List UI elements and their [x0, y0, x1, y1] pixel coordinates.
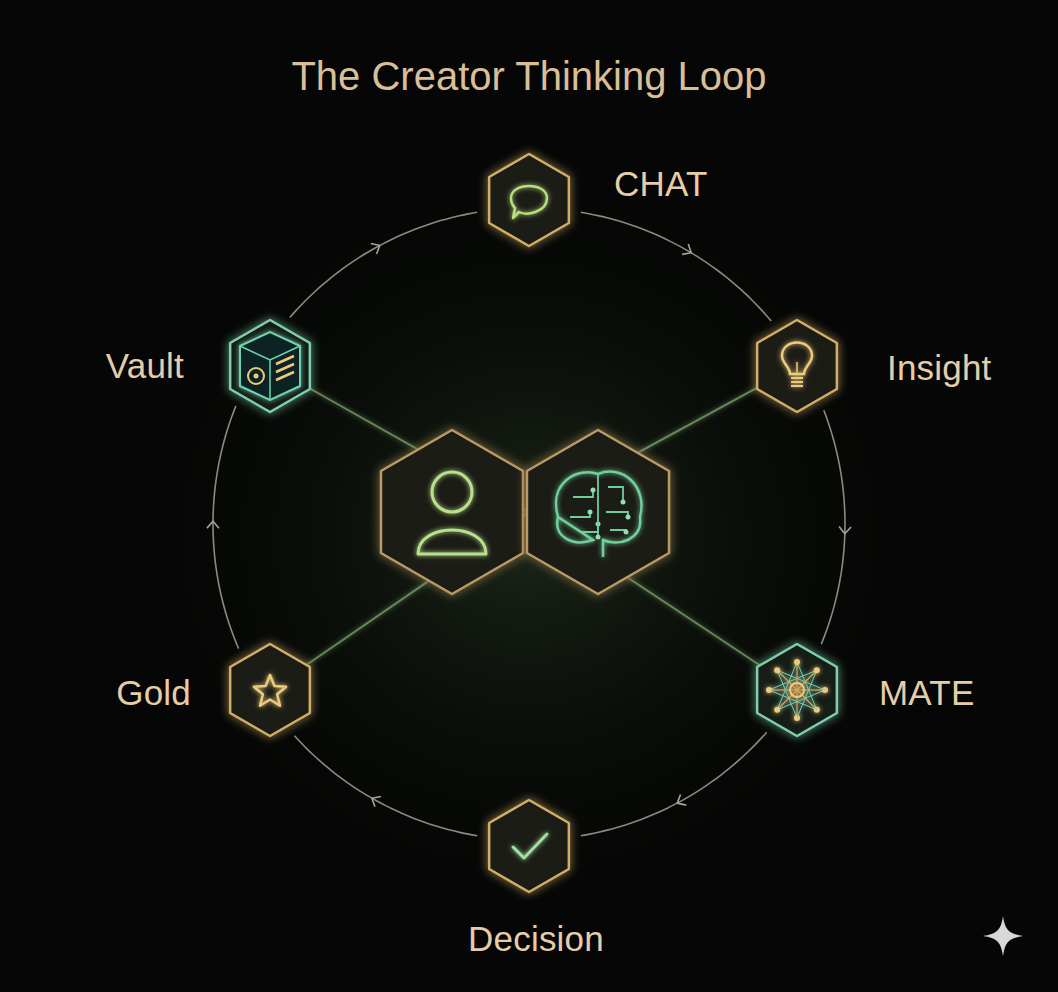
step-label: Vault	[106, 348, 184, 383]
step-label: Gold	[116, 675, 191, 710]
loop-step-node: Insight	[751, 320, 843, 412]
bulb-icon	[782, 343, 812, 387]
loop-arrow	[294, 736, 477, 836]
loop-arc	[821, 410, 845, 644]
arrow-head	[839, 527, 851, 534]
step-label: MATE	[879, 675, 974, 710]
loop-arrow	[207, 406, 239, 649]
loop-arc	[294, 736, 477, 836]
person-body	[418, 530, 486, 554]
circuit-dot	[626, 515, 631, 520]
loop-step-node: Decision	[483, 800, 575, 892]
circuit-trace	[573, 490, 593, 497]
arrow-head	[677, 795, 686, 806]
circuit-trace	[580, 524, 598, 532]
loop-arrow	[821, 410, 851, 644]
loop-arc	[581, 732, 767, 836]
hex-icon	[224, 320, 316, 412]
circuit-dot	[588, 510, 593, 515]
spoke-lines	[270, 200, 797, 846]
person-head	[432, 472, 472, 512]
center-icons	[381, 430, 669, 594]
loop-arrow	[290, 212, 477, 317]
arrow-head	[372, 796, 381, 806]
spoke-line	[528, 512, 530, 846]
net-icon	[766, 659, 828, 721]
hex-outline	[527, 430, 669, 594]
loop-arrow	[581, 212, 771, 321]
circuit-dot	[621, 500, 626, 505]
arrow-head	[682, 244, 691, 254]
circuit-trace	[597, 474, 599, 537]
diagram-title: The Creator Thinking Loop	[0, 54, 1058, 98]
hex-outline	[757, 320, 837, 412]
hex-icon	[224, 644, 316, 736]
brain-hex	[527, 430, 669, 594]
loop-step-node: Vault	[224, 320, 316, 412]
loop-arc	[290, 212, 477, 317]
hex-outline	[230, 320, 310, 412]
circuit-dot	[596, 535, 601, 540]
hex-icon	[483, 154, 575, 246]
hex-icon	[751, 644, 843, 736]
circuit-trace	[570, 512, 590, 517]
brain-outline	[556, 472, 642, 557]
sparkle-watermark	[983, 916, 1023, 956]
loop-step-node: MATE	[751, 644, 843, 736]
circuit-trace	[608, 487, 623, 502]
circuit-dot	[591, 488, 596, 493]
step-label: Insight	[887, 350, 992, 385]
arrow-head	[371, 243, 380, 254]
step-label: CHAT	[614, 166, 707, 201]
chat-icon	[511, 186, 547, 218]
person-hex	[381, 430, 523, 594]
step-label: Decision	[468, 921, 604, 956]
hex-icon	[483, 800, 575, 892]
hex-outline	[757, 644, 837, 736]
arrow-head	[207, 521, 219, 528]
hex-outline	[489, 154, 569, 246]
hex-outline	[381, 430, 523, 594]
circuit-trace	[606, 512, 628, 517]
loop-arc	[581, 212, 771, 321]
check-icon	[513, 834, 547, 858]
hex-icon	[751, 320, 843, 412]
star-icon	[254, 675, 286, 706]
center-glow	[109, 120, 949, 920]
loop-arc	[213, 406, 239, 649]
hex-outline	[230, 644, 310, 736]
loop-step-node: Gold	[224, 644, 316, 736]
loop-arrow	[581, 732, 767, 836]
circuit-dot	[624, 530, 629, 535]
hex-outline	[489, 800, 569, 892]
vault-icon	[240, 332, 300, 400]
loop-step-node: CHAT	[483, 154, 575, 246]
